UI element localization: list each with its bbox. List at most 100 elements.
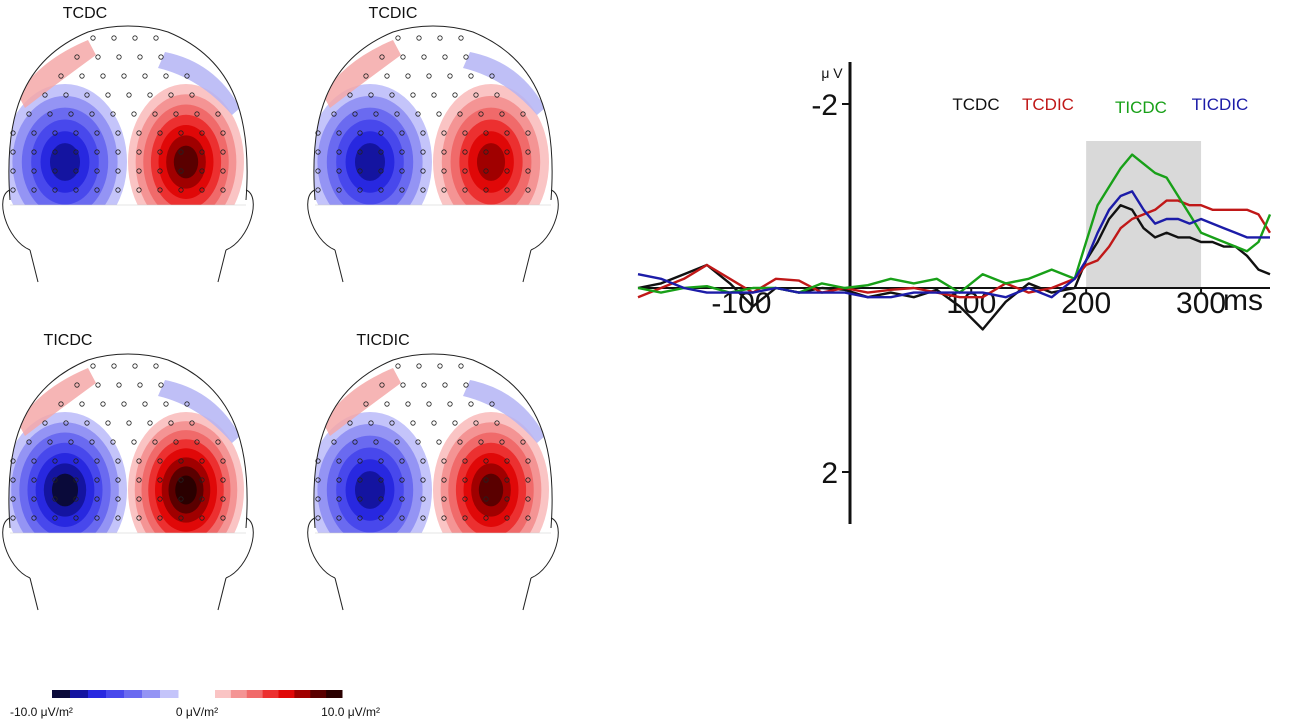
electrode-dot <box>215 111 221 117</box>
electrode-dot <box>436 111 442 117</box>
electrode-dot <box>52 477 58 483</box>
electrode-dot <box>315 458 321 464</box>
electrode-dot <box>90 363 96 369</box>
electrode-dot <box>52 515 58 521</box>
electrode-dot <box>10 515 16 521</box>
electrode-dot <box>31 458 37 464</box>
electrode-dot <box>400 54 406 60</box>
electrode-dot <box>178 168 184 174</box>
electrode-dot <box>441 477 447 483</box>
electrode-dot <box>462 496 468 502</box>
electrode-dot <box>457 111 463 117</box>
electrode-dot <box>357 149 363 155</box>
neck-left <box>334 249 344 283</box>
electrode-dot <box>525 515 531 521</box>
electrode-dot <box>336 130 342 136</box>
colorbar-swatch <box>70 690 89 698</box>
colorbar-swatch <box>142 690 161 698</box>
left-ear <box>2 517 31 579</box>
electrode-dot <box>121 73 127 79</box>
colorbar-label: -10.0 μV/m² <box>10 705 73 719</box>
frontal-negative-patch <box>463 52 545 115</box>
electrode-dot <box>95 54 101 60</box>
electrode-dot <box>199 168 205 174</box>
electrode-dot <box>94 477 100 483</box>
y-tick-label: -2 <box>811 89 838 122</box>
electrode-dot <box>110 439 116 445</box>
electrode-dot <box>378 130 384 136</box>
electrode-dot <box>352 111 358 117</box>
electrode-dot <box>336 477 342 483</box>
colorbar-label: 10.0 μV/m² <box>321 705 380 719</box>
electrode-grid <box>10 363 226 521</box>
colorbar-swatch <box>88 690 107 698</box>
electrode-dot <box>462 515 468 521</box>
electrode-dot <box>31 477 37 483</box>
electrode-grid <box>315 363 531 521</box>
electrode-dot <box>525 168 531 174</box>
electrode-dot <box>184 73 190 79</box>
electrode-dot <box>420 187 426 193</box>
electrode-dot <box>389 92 395 98</box>
electrode-dot <box>79 73 85 79</box>
left-ear <box>307 189 336 251</box>
electrode-dot <box>420 477 426 483</box>
electrode-dot <box>31 149 37 155</box>
electrode-dot <box>157 458 163 464</box>
electrode-dot <box>468 401 474 407</box>
electrode-dot <box>447 73 453 79</box>
y-axis-label: μ V <box>821 65 843 81</box>
electrode-dot <box>152 111 158 117</box>
electrode-dot <box>105 92 111 98</box>
electrode-dot <box>31 496 37 502</box>
electrode-dot <box>504 168 510 174</box>
electrode-dot <box>142 73 148 79</box>
electrode-dot <box>74 382 80 388</box>
right-ear <box>530 189 559 251</box>
electrode-dot <box>504 496 510 502</box>
electrode-dot <box>462 458 468 464</box>
electrode-dot <box>400 382 406 388</box>
colorbar-label: 0 μV/m² <box>176 705 218 719</box>
electrode-dot <box>420 149 426 155</box>
electrode-dot <box>405 401 411 407</box>
electrode-dot <box>395 363 401 369</box>
electrode-dot <box>178 477 184 483</box>
frontal-positive-patch <box>323 40 401 108</box>
electrode-dot <box>73 130 79 136</box>
electrode-dot <box>31 130 37 136</box>
electrode-dot <box>157 130 163 136</box>
colorbar-swatch <box>230 690 248 698</box>
legend-entry-tcdic: TCDIC <box>1022 95 1074 114</box>
colorbar-swatch <box>262 690 279 698</box>
electrode-dot <box>378 168 384 174</box>
electrode-dot <box>73 458 79 464</box>
electrode-dot <box>199 515 205 521</box>
electrode-dot <box>137 382 143 388</box>
electrode-dot <box>499 111 505 117</box>
electrode-dot <box>315 130 321 136</box>
electrode-dot <box>52 130 58 136</box>
electrode-dot <box>525 149 531 155</box>
electrode-dot <box>399 149 405 155</box>
electrode-dot <box>463 54 469 60</box>
electrode-grid <box>10 35 226 193</box>
electrode-dot <box>336 168 342 174</box>
electrode-dot <box>394 111 400 117</box>
electrode-dot <box>84 92 90 98</box>
electrode-dot <box>147 92 153 98</box>
electrode-dot <box>199 477 205 483</box>
topomap-title: TCDIC <box>369 5 418 22</box>
electrode-dot <box>315 515 321 521</box>
electrode-dot <box>420 168 426 174</box>
electrode-dot <box>52 168 58 174</box>
neck-right <box>217 577 227 611</box>
topomap-tcdic: TCDIC <box>307 5 559 283</box>
electrode-dot <box>357 515 363 521</box>
electrode-dot <box>399 496 405 502</box>
electrode-dot <box>168 420 174 426</box>
electrode-dot <box>499 439 505 445</box>
electrode-dot <box>347 420 353 426</box>
electrode-dot <box>315 168 321 174</box>
electrode-dot <box>10 149 16 155</box>
